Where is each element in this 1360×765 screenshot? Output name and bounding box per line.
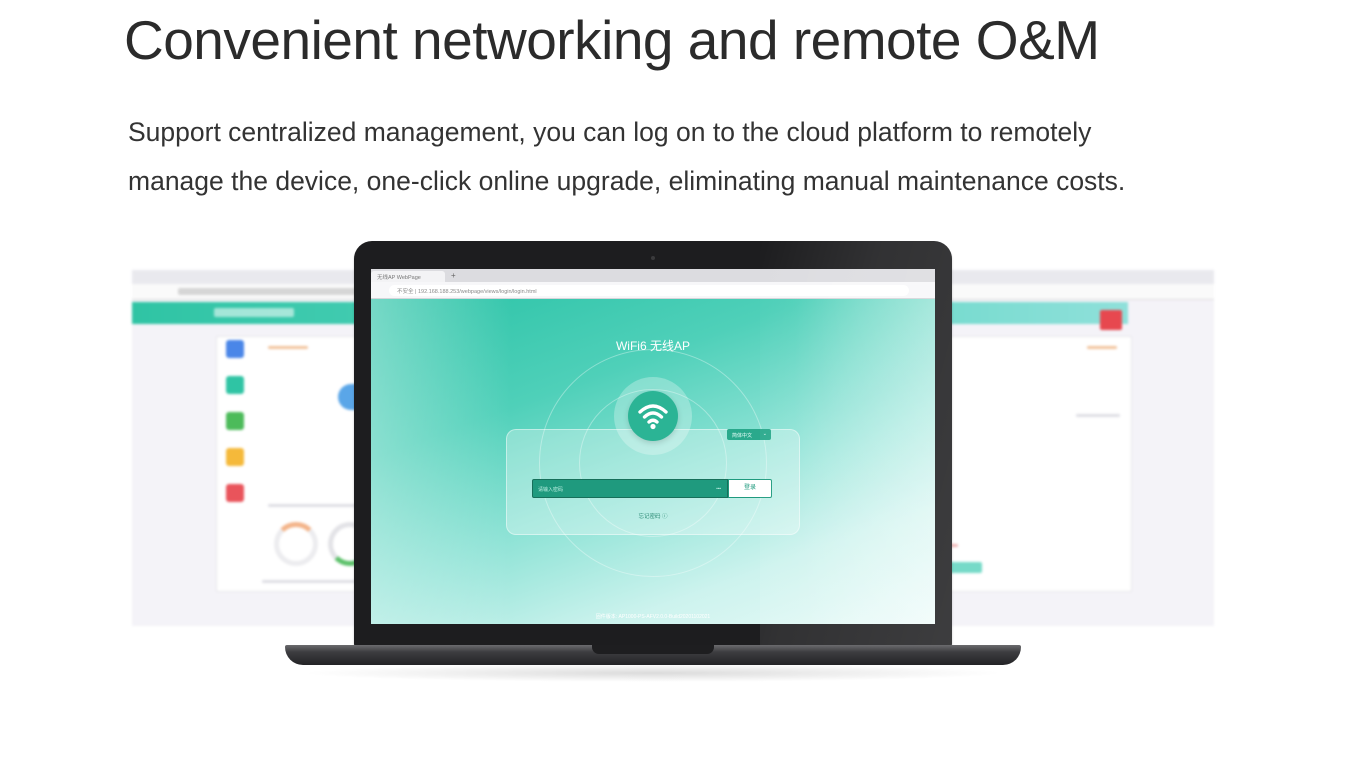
page-description: Support centralized management, you can … — [128, 108, 1248, 206]
laptop-notch — [592, 645, 714, 654]
wifi-icon — [628, 391, 678, 441]
page-headline: Convenient networking and remote O&M — [124, 9, 1100, 71]
login-page: WiFi6 无线AP 简体中文 ⌄ 请输入密码 ••• 登录 忘记密码 ⓘ — [371, 299, 935, 624]
browser-tab-bar: 无线AP WebPage + — [371, 269, 935, 282]
description-line-2: manage the device, one-click online upgr… — [128, 166, 1126, 196]
language-select[interactable]: 简体中文 ⌄ — [727, 429, 771, 440]
laptop-screen: 无线AP WebPage + 不安全 | 192.168.188.253/web… — [371, 269, 935, 624]
new-tab-button[interactable]: + — [451, 271, 456, 280]
language-select-value: 简体中文 — [732, 433, 753, 439]
login-title: WiFi6 无线AP — [615, 339, 690, 353]
webcam — [651, 256, 655, 260]
password-placeholder: 请输入密码 — [538, 487, 564, 493]
url-field[interactable]: 不安全 | 192.168.188.253/webpage/views/logi… — [389, 285, 909, 296]
bg-sidebar — [224, 340, 252, 590]
eye-icon[interactable]: ••• — [716, 486, 721, 491]
chevron-down-icon: ⌄ — [762, 431, 767, 437]
password-input[interactable]: 请输入密码 ••• — [532, 479, 728, 498]
browser-tab[interactable]: 无线AP WebPage — [371, 271, 445, 282]
bg-logout-button — [1100, 310, 1122, 330]
browser-address-bar: 不安全 | 192.168.188.253/webpage/views/logi… — [371, 282, 935, 299]
login-button[interactable]: 登录 — [728, 479, 772, 498]
laptop-base — [285, 645, 1021, 665]
laptop-lid: 无线AP WebPage + 不安全 | 192.168.188.253/web… — [354, 241, 952, 648]
firmware-version: 固件版本: AP1000-PS-AFV2.0.0-Build2020110202… — [595, 614, 711, 620]
bg-gauge-1 — [274, 522, 318, 566]
description-line-1: Support centralized management, you can … — [128, 117, 1092, 147]
forgot-password-link[interactable]: 忘记密码 ⓘ — [638, 514, 668, 520]
laptop-shadow — [300, 664, 1006, 682]
